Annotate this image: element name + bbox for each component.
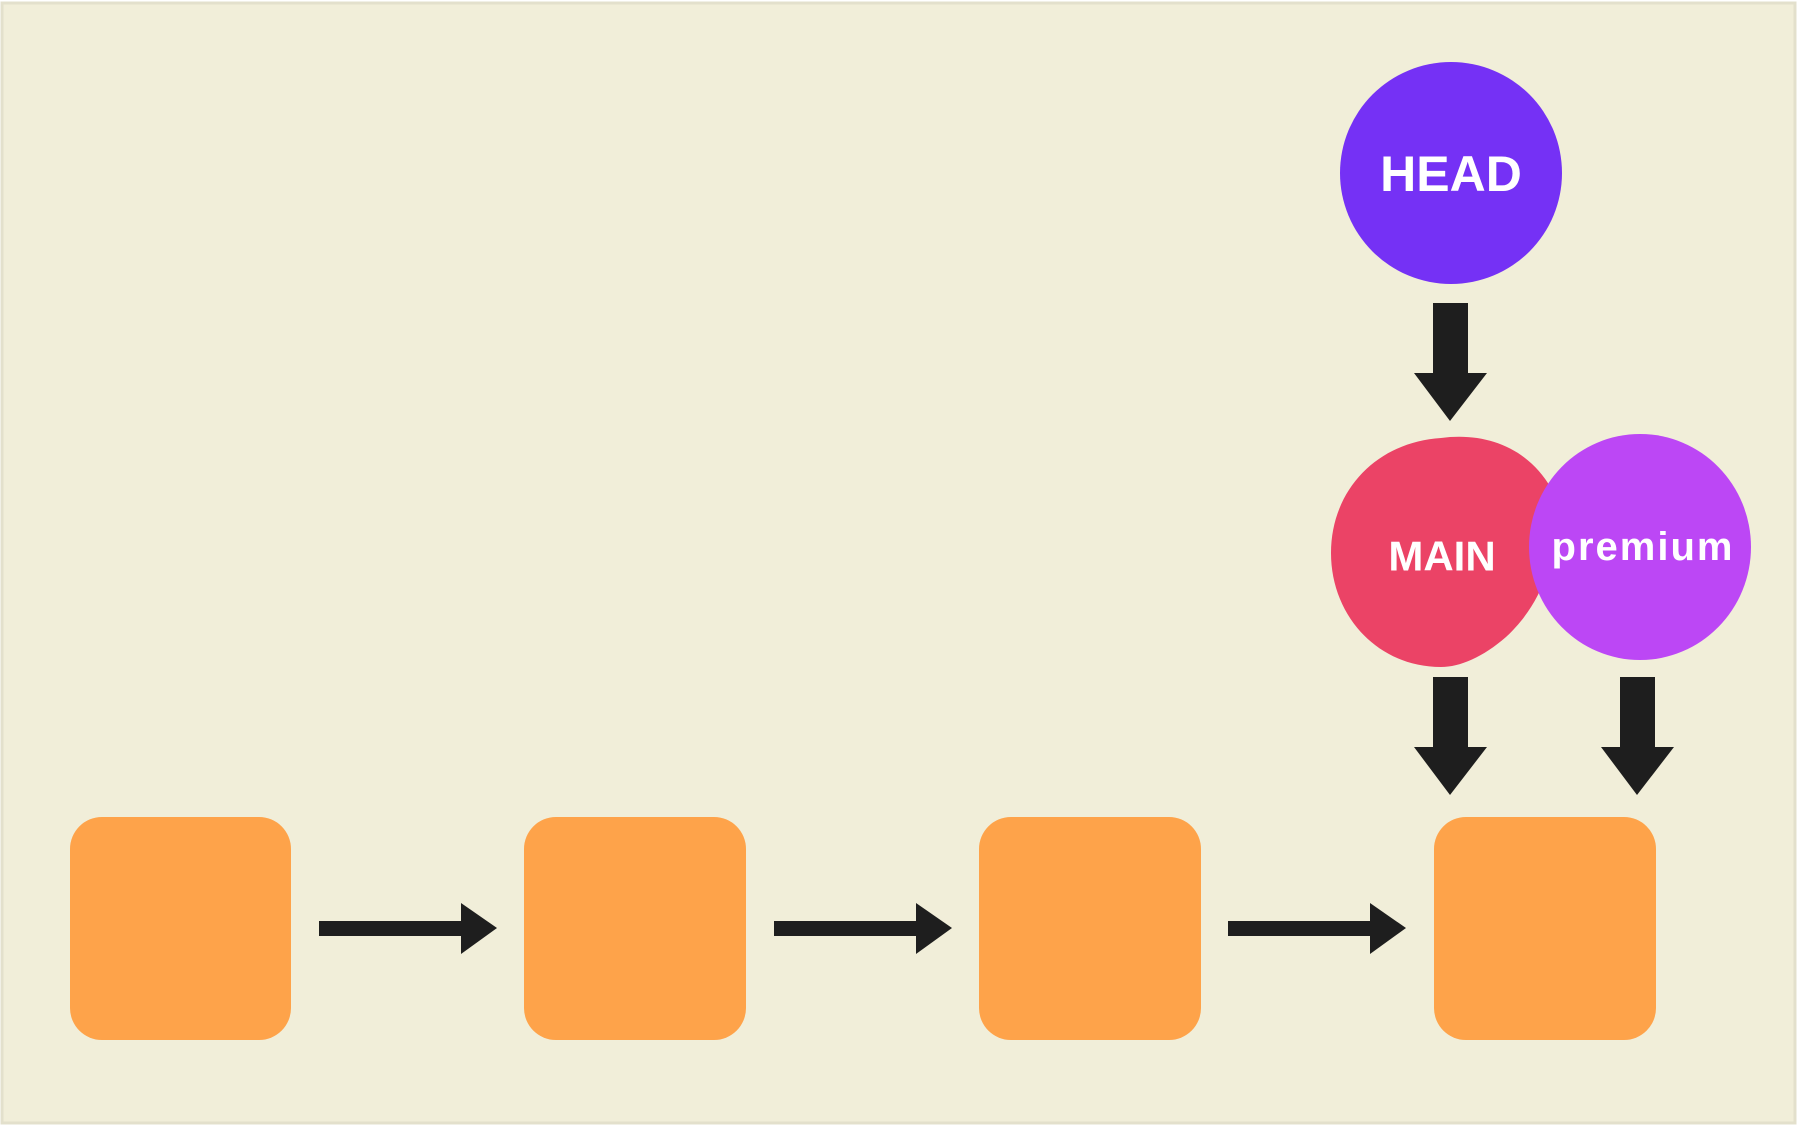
premium-node [1529,434,1751,660]
premium-pointer: premium [1529,434,1751,660]
arrow-commit-3-to-4 [1228,903,1406,954]
commit-box-4 [1434,817,1656,1040]
arrow-commit-1-to-2 [319,903,497,954]
commit-box-3 [979,817,1201,1040]
arrow-commit-2-to-3 [774,903,952,954]
arrow-main-to-commit-4 [1414,677,1487,795]
commit-box-1 [70,817,291,1040]
main-node [1331,436,1555,667]
head-node [1340,62,1562,284]
arrow-head-to-main [1414,303,1487,421]
head-label: HEAD [1380,146,1522,202]
main-pointer: MAIN [1331,436,1555,667]
premium-label: premium [1552,525,1735,569]
head-pointer: HEAD [1340,62,1562,284]
commit-box-2 [524,817,746,1040]
main-label: MAIN [1388,533,1495,580]
arrow-premium-to-commit-4 [1601,677,1674,795]
